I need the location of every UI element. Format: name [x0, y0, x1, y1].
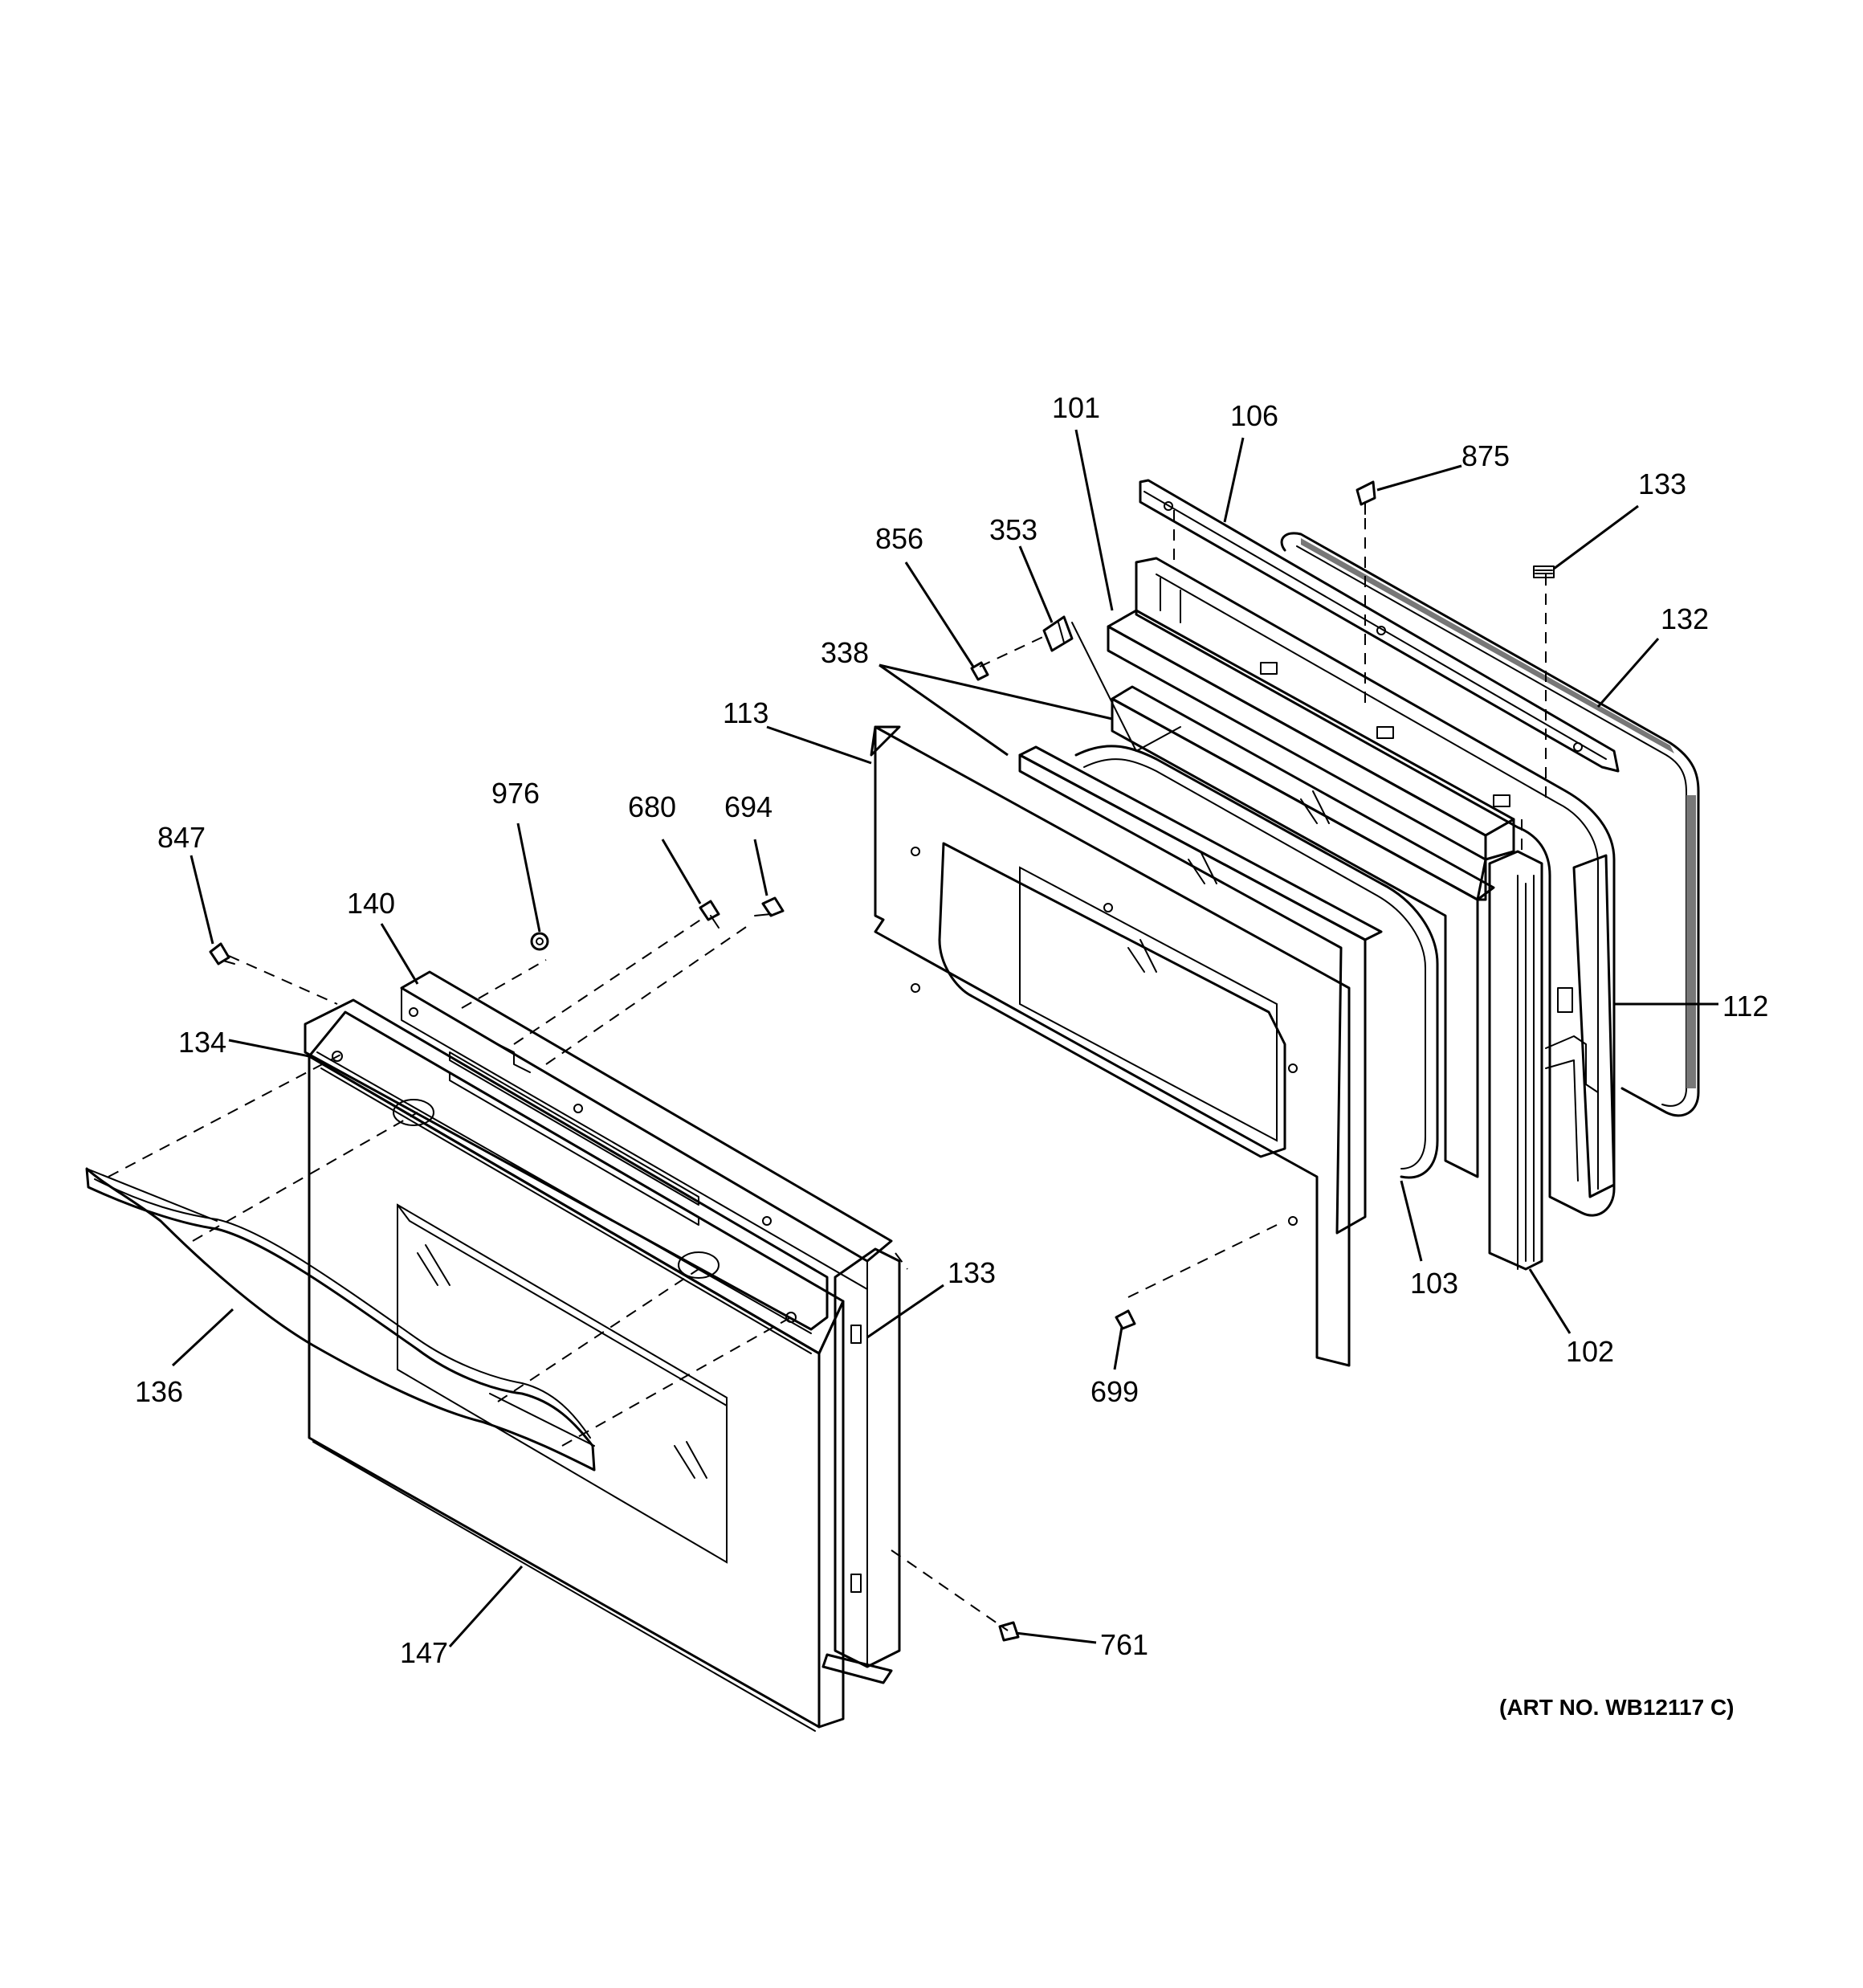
callout-140: 140	[347, 887, 395, 920]
side-insulation-pad	[1488, 850, 1543, 1271]
callout-103: 103	[1410, 1267, 1458, 1300]
art-number: (ART NO. WB12117 C)	[1499, 1695, 1735, 1720]
door-vent-trim	[304, 998, 829, 1354]
insulation-block	[1107, 609, 1515, 901]
screw-847	[209, 942, 235, 965]
top-vent-frame	[400, 970, 893, 1290]
callout-699: 699	[1090, 1375, 1139, 1408]
screw-680	[699, 900, 720, 929]
callout-847: 847	[157, 821, 206, 854]
bracket-353	[1042, 615, 1074, 652]
door-side-trim	[821, 1247, 901, 1684]
screw-694	[754, 896, 785, 917]
door-hinge-channel	[1545, 854, 1616, 1198]
callout-856: 856	[875, 522, 923, 555]
callout-353: 353	[989, 513, 1037, 546]
door-rear-gasket	[1280, 532, 1700, 1117]
pad-133-top	[1533, 565, 1555, 578]
callout-761: 761	[1100, 1628, 1148, 1661]
door-top-channel	[1139, 479, 1620, 773]
screw-875	[1355, 480, 1376, 515]
callout-875: 875	[1461, 439, 1510, 472]
callout-680: 680	[628, 790, 676, 823]
callout-106: 106	[1230, 399, 1278, 432]
callout-976: 976	[491, 777, 540, 810]
screw-699	[1115, 1309, 1136, 1330]
door-gasket	[1074, 745, 1439, 1179]
callout-136: 136	[135, 1375, 183, 1408]
callout-101: 101	[1052, 391, 1100, 424]
nut-976	[530, 932, 549, 951]
inner-door-liner	[870, 725, 1351, 1367]
door-inner-frame	[1135, 557, 1616, 1217]
callout-694: 694	[724, 790, 773, 823]
callout-147: 147	[400, 1636, 448, 1669]
screw-856	[970, 661, 989, 681]
door-handle	[85, 1167, 596, 1472]
screw-761	[998, 1621, 1020, 1642]
callout-133-side: 133	[948, 1256, 996, 1289]
glass-pane-front	[1018, 745, 1383, 1235]
callout-133-top: 133	[1638, 467, 1686, 500]
callout-132: 132	[1661, 602, 1709, 635]
callout-338: 338	[821, 636, 869, 669]
callout-112: 112	[1722, 990, 1768, 1023]
callout-113: 113	[723, 696, 768, 729]
callout-134: 134	[178, 1026, 226, 1059]
callout-102: 102	[1566, 1335, 1614, 1368]
outer-door-panel	[308, 1010, 845, 1732]
